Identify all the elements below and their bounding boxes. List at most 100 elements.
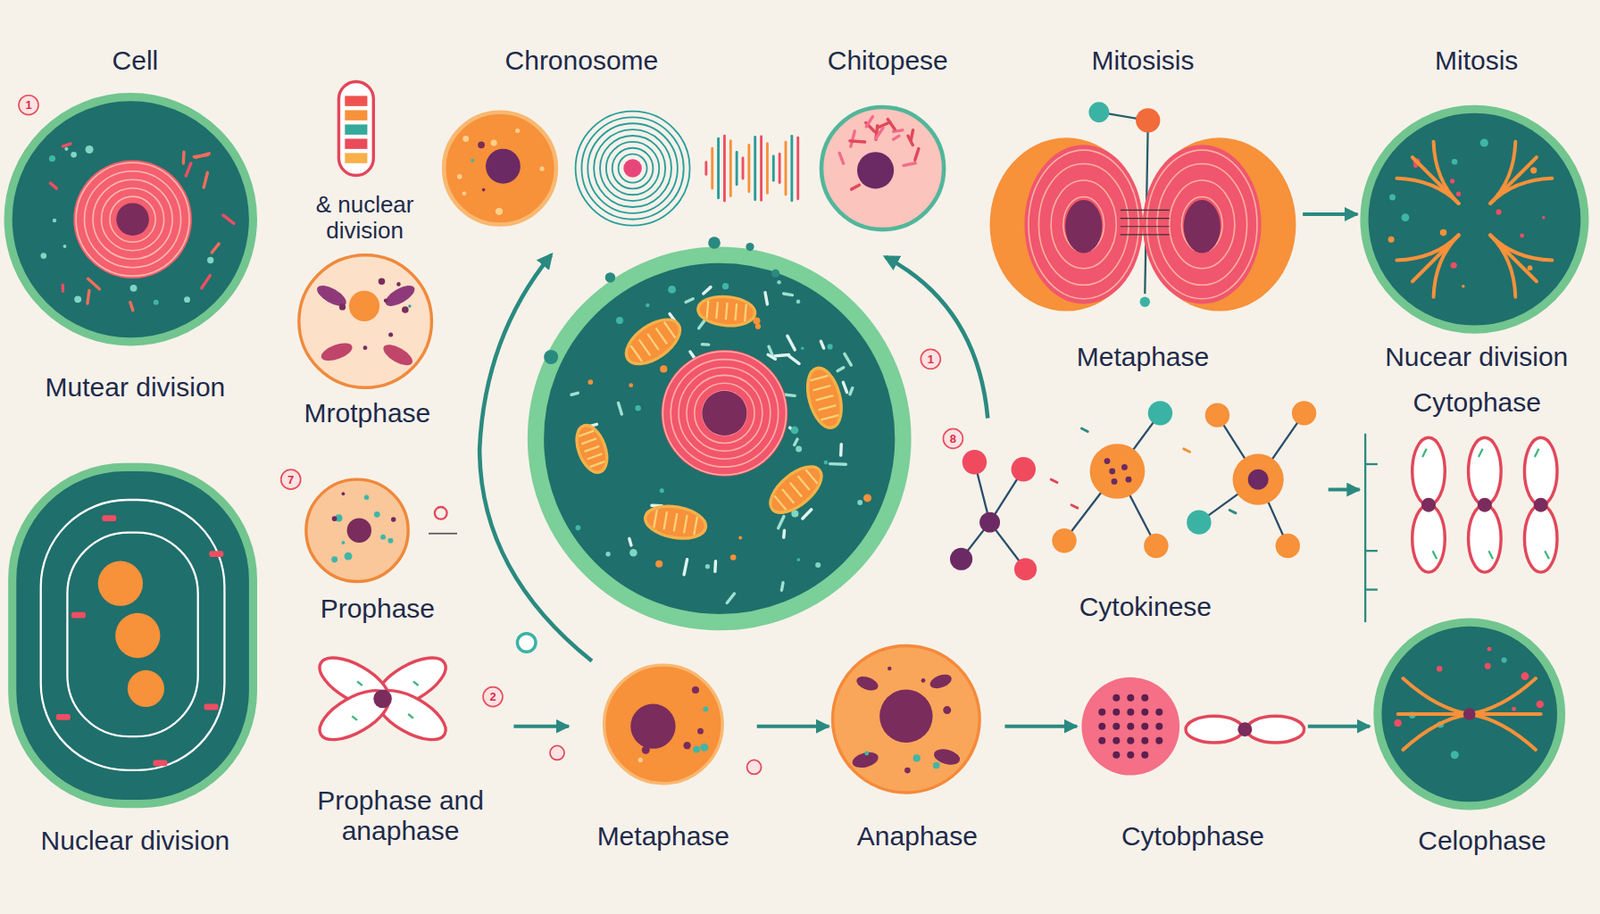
organelle <box>203 172 208 188</box>
spindle-fiber <box>1402 678 1469 715</box>
granule <box>575 525 581 531</box>
nucleolus <box>701 391 747 436</box>
stage-label: Mitosis <box>1434 45 1518 77</box>
callout-number: 1 <box>25 99 32 111</box>
granule <box>130 284 138 292</box>
organelle <box>850 388 853 395</box>
figure-node: Prophase and anaphase <box>289 633 513 848</box>
granule <box>933 762 941 770</box>
callout-disc <box>942 428 963 449</box>
granule <box>1141 708 1149 717</box>
flow-arrow <box>513 725 569 729</box>
organelle <box>778 516 784 529</box>
illustration-group <box>8 81 1585 806</box>
nucleus-ring <box>694 383 755 443</box>
organelle <box>842 382 847 392</box>
nucleus-ring <box>101 188 165 251</box>
spindle-fiber <box>1490 234 1516 297</box>
granule <box>470 158 475 163</box>
spiral-ring <box>606 141 659 195</box>
granule <box>1480 138 1489 147</box>
granule <box>1450 178 1455 184</box>
granule <box>1098 723 1106 731</box>
chromatid-loop <box>1247 716 1305 743</box>
granule <box>942 706 951 715</box>
figure-node: Cytophase <box>1362 387 1592 587</box>
cell-membrane <box>604 665 724 784</box>
organelle <box>318 340 355 366</box>
granule <box>85 145 94 154</box>
wave-bar <box>716 138 720 199</box>
organelle <box>781 583 784 592</box>
granule <box>183 296 191 303</box>
chromatid-mark <box>408 714 414 719</box>
atom <box>1205 402 1230 427</box>
dot <box>747 759 762 775</box>
wave-bar <box>766 143 769 194</box>
cycle-arrow <box>479 255 592 662</box>
organelle <box>629 538 632 545</box>
dot <box>605 272 616 283</box>
crista <box>735 303 738 321</box>
organelle <box>787 335 795 350</box>
granule <box>388 332 393 337</box>
granule <box>1098 708 1106 717</box>
granule <box>1141 723 1149 731</box>
granule <box>1440 229 1448 237</box>
granule <box>1519 233 1525 239</box>
cell-half <box>1142 137 1296 311</box>
granule <box>40 252 47 259</box>
crista <box>725 302 728 320</box>
granule <box>396 282 401 287</box>
cell-half-inner <box>1142 144 1262 304</box>
cell-membrane <box>535 255 903 623</box>
granule <box>539 166 544 171</box>
wave-bar <box>759 136 763 200</box>
granule <box>364 495 369 500</box>
nucleus-ring <box>1050 180 1117 269</box>
organelle <box>208 550 224 558</box>
dot <box>543 350 559 365</box>
granule <box>1126 708 1134 717</box>
cell-membrane <box>443 112 557 225</box>
callout-disc <box>18 95 39 116</box>
dot <box>771 269 780 278</box>
granule <box>1451 158 1459 166</box>
crista <box>674 513 678 532</box>
granule <box>1461 284 1465 288</box>
crista <box>587 453 603 459</box>
organelle <box>850 750 881 771</box>
figure-node: Celophase <box>1372 612 1592 858</box>
mitochondrion-body <box>696 294 757 328</box>
organelle <box>71 612 86 619</box>
nucleus <box>347 518 372 543</box>
granule <box>153 300 159 306</box>
organelle <box>767 354 775 359</box>
figure-node: Chitopese <box>811 45 965 230</box>
atom <box>1291 400 1317 425</box>
granule <box>207 257 214 264</box>
crista <box>653 509 658 528</box>
nucleus-ring <box>109 196 156 242</box>
organelle <box>127 670 165 708</box>
dot <box>550 745 565 760</box>
nucleus <box>73 159 192 279</box>
spiral-ring <box>600 135 666 201</box>
stage-label: Chronosome <box>505 45 659 77</box>
granule <box>815 562 821 568</box>
crista <box>774 495 786 510</box>
granule <box>659 365 667 373</box>
spindle-fiber <box>1396 234 1459 260</box>
granule <box>1126 751 1134 759</box>
granule <box>1112 694 1120 702</box>
granule <box>462 191 467 196</box>
wave-bar <box>723 135 726 201</box>
flow-arrow <box>1004 725 1077 729</box>
crista <box>810 375 829 381</box>
granule <box>387 538 393 544</box>
callout-number: 8 <box>950 433 957 445</box>
small-ring <box>434 507 448 520</box>
organelle <box>837 367 844 372</box>
mitochondrion <box>801 364 848 432</box>
organelle <box>915 149 919 161</box>
